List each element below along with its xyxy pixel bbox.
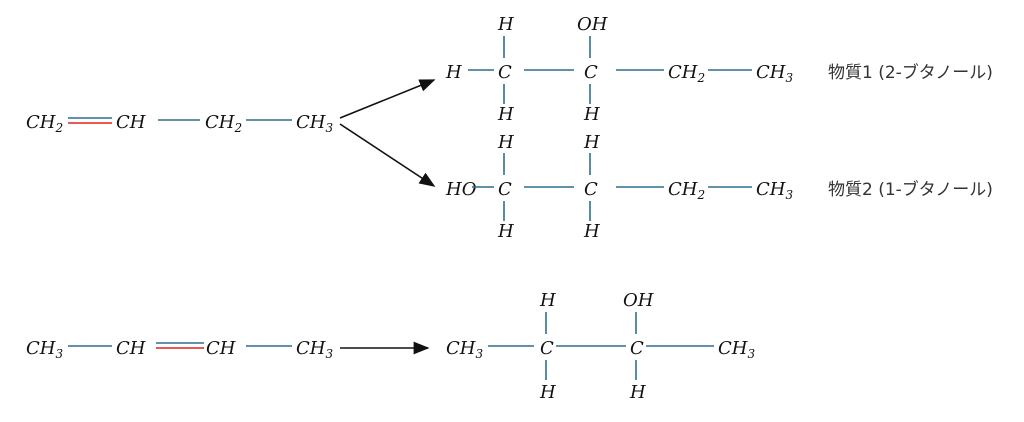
atom-ch3: CH3 bbox=[756, 62, 793, 85]
product-1-2-butanol: H C H H C OH H CH2 CH3 物質1 (2-ブタノール) bbox=[445, 14, 993, 125]
atom-h-left: H bbox=[445, 62, 462, 83]
atom-c2-bottom-h: H bbox=[583, 221, 600, 242]
atom-c1-bottom-h: H bbox=[497, 221, 514, 242]
atom-ch: CH bbox=[116, 112, 146, 133]
atom-ch3: CH3 bbox=[756, 179, 793, 202]
reaction-arrow-to-product-2 bbox=[339, 123, 436, 187]
atom-ch3: CH3 bbox=[446, 338, 483, 361]
atom-c1: C bbox=[498, 62, 512, 83]
product-2-1-butanol: HO C H H C H H CH2 CH3 物質2 (1-ブタノール) bbox=[445, 132, 993, 242]
atom-ch3: CH3 bbox=[26, 338, 63, 361]
atom-c2-top-h: H bbox=[583, 132, 600, 153]
atom-c1-top-h: H bbox=[539, 290, 556, 311]
atom-c2-bottom-h: H bbox=[583, 104, 600, 125]
product-2-butanol: CH3 C H H C OH H CH3 bbox=[446, 290, 755, 403]
atom-c2-top-oh: OH bbox=[623, 290, 654, 311]
atom-c2-top-oh: OH bbox=[577, 14, 608, 35]
product-2-label: 物質2 (1-ブタノール) bbox=[828, 179, 993, 200]
atom-c1-bottom-h: H bbox=[497, 104, 514, 125]
atom-ch2: CH2 bbox=[205, 112, 242, 135]
atom-ch3: CH3 bbox=[718, 338, 755, 361]
atom-ch: CH bbox=[206, 338, 236, 359]
atom-ch3: CH3 bbox=[296, 112, 333, 135]
atom-c1: C bbox=[498, 179, 512, 200]
atom-ch2: CH2 bbox=[668, 179, 705, 202]
atom-ch2: CH2 bbox=[668, 62, 705, 85]
atom-c1-bottom-h: H bbox=[539, 382, 556, 403]
atom-c2: C bbox=[584, 62, 598, 83]
atom-c1-top-h: H bbox=[497, 132, 514, 153]
atom-ho-left: HO bbox=[445, 179, 477, 200]
atom-c1-top-h: H bbox=[497, 14, 514, 35]
product-1-label: 物質1 (2-ブタノール) bbox=[828, 62, 993, 83]
atom-c2: C bbox=[630, 338, 644, 359]
reactant-2-butene: CH3 CH CH CH3 bbox=[26, 338, 333, 361]
atom-c1: C bbox=[540, 338, 554, 359]
atom-c2-bottom-h: H bbox=[629, 382, 646, 403]
atom-ch: CH bbox=[116, 338, 146, 359]
atom-c2: C bbox=[584, 179, 598, 200]
reactant-1-butene: CH2 CH CH2 CH3 bbox=[26, 112, 333, 135]
atom-ch3: CH3 bbox=[296, 338, 333, 361]
reaction-arrow-to-product-1 bbox=[339, 79, 436, 119]
atom-ch2-terminal: CH2 bbox=[26, 112, 63, 135]
